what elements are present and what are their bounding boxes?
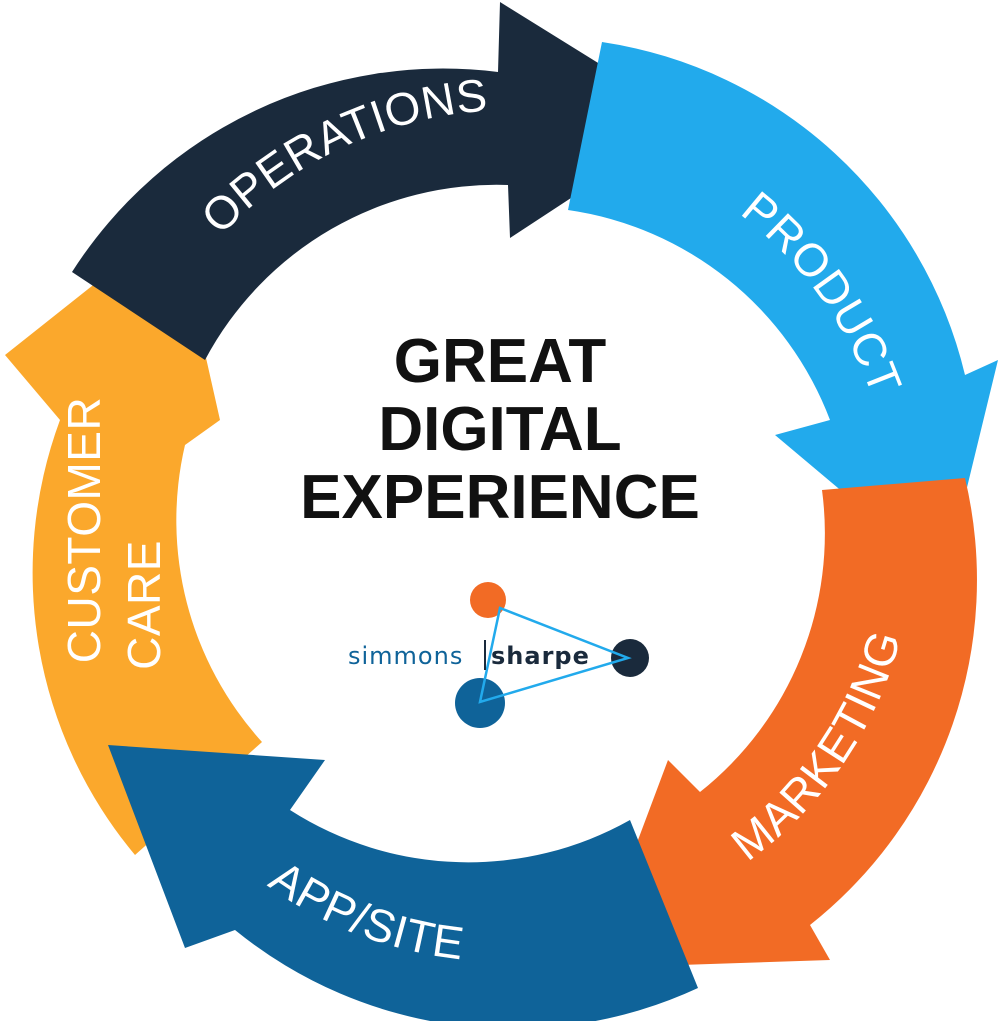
customer-care-label-line2: CARE	[118, 540, 170, 670]
logo-triangle	[478, 606, 632, 704]
customer-care-arrow	[5, 220, 262, 855]
center-title-line3: EXPERIENCE	[300, 463, 700, 532]
center-title-line2: DIGITAL	[378, 395, 622, 464]
product-arrow	[568, 42, 998, 578]
marketing-arrow	[590, 478, 977, 968]
logo-word-simmons: simmons	[348, 642, 463, 670]
customer-care-label-line1: CUSTOMER	[58, 397, 110, 663]
logo-orange-dot	[470, 582, 506, 618]
center-title: GREAT DIGITAL EXPERIENCE	[250, 328, 750, 532]
app-site-arrow	[108, 745, 698, 1021]
simmons-sharpe-logo: simmons sharpe	[348, 582, 649, 728]
center-title-line1: GREAT	[393, 327, 607, 396]
logo-word-sharpe: sharpe	[491, 642, 590, 670]
operations-arrow	[72, 2, 690, 360]
